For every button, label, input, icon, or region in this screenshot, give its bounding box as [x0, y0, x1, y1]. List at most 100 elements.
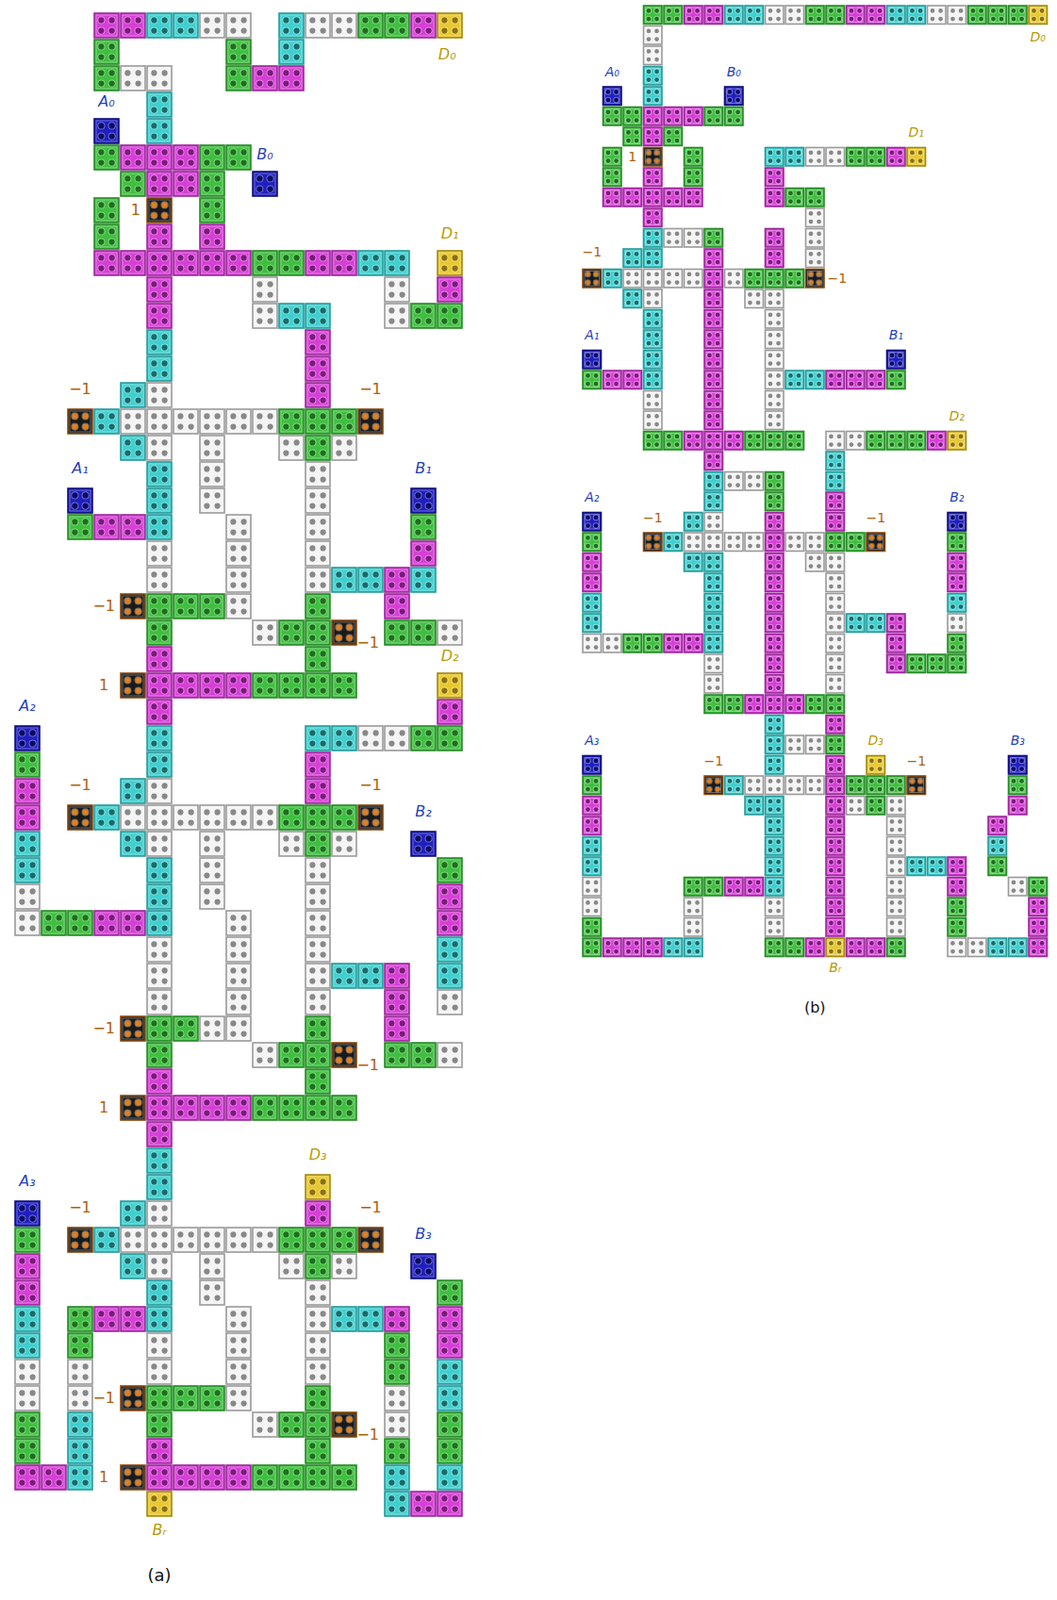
- brick-tile: [765, 512, 785, 532]
- brick-tile: [947, 512, 967, 532]
- brick-tile: [384, 990, 410, 1015]
- brick-tile: [252, 805, 278, 830]
- brick-tile: [147, 250, 172, 276]
- brick-tile: [623, 188, 643, 208]
- brick-tile: [173, 673, 199, 698]
- point-label: B₃: [414, 1226, 431, 1242]
- brick-tile: [384, 1016, 410, 1041]
- brick-tile: [582, 877, 602, 897]
- brick-tile: [411, 567, 436, 593]
- brick-tile: [947, 553, 967, 573]
- brick-tile: [305, 1174, 331, 1200]
- brick-tile: [765, 350, 785, 370]
- brick-tile: [331, 250, 357, 276]
- brick-tile: [120, 409, 146, 434]
- point-label: A₂: [18, 698, 35, 714]
- brick-tile: [603, 167, 623, 187]
- brick-tile: [785, 370, 805, 390]
- brick-tile: [887, 350, 907, 370]
- brick-tile: [887, 837, 907, 857]
- brick-tile: [305, 514, 331, 540]
- brick-tile: [988, 816, 1008, 836]
- brick-tile: [765, 938, 785, 958]
- point-label: A₁: [71, 461, 88, 477]
- brick-tile: [765, 613, 785, 633]
- brick-tile: [437, 1333, 463, 1358]
- brick-tile: [437, 1465, 463, 1490]
- brick-tile: [252, 250, 278, 276]
- brick-tile: [305, 910, 331, 936]
- brick-tile: [120, 250, 146, 276]
- brick-tile: [744, 289, 764, 309]
- brick-tile: [15, 884, 40, 909]
- brick-tile: [582, 594, 602, 613]
- brick-tile: [644, 107, 663, 127]
- brick-tile: [331, 1306, 357, 1332]
- brick-tile: [305, 963, 331, 989]
- brick-tile: [15, 778, 40, 804]
- brick-tile: [887, 634, 907, 654]
- brick-tile: [226, 66, 251, 91]
- brick-tile: [704, 675, 724, 694]
- callout-number: −1: [827, 271, 848, 285]
- brick-tile: [94, 198, 119, 223]
- brick-tile: [866, 5, 886, 25]
- brick-tile: [226, 937, 251, 962]
- brick-tile: [305, 726, 331, 751]
- brick-tile: [331, 567, 357, 593]
- brick-tile: [199, 224, 225, 249]
- brick-tile: [305, 990, 331, 1015]
- brick-tile: [644, 46, 663, 66]
- brick-tile: [279, 1254, 304, 1279]
- brick-tile: [173, 1095, 199, 1121]
- callout-number: 1: [99, 1469, 109, 1486]
- brick-tile: [947, 634, 967, 654]
- brick-tile: [279, 1042, 304, 1068]
- brick-tile: [411, 620, 436, 645]
- brick-tile: [199, 1280, 225, 1305]
- brick-tile: [147, 699, 172, 725]
- brick-tile: [663, 127, 683, 147]
- brick-tile: [199, 462, 225, 487]
- brick-tile: [305, 1280, 331, 1305]
- brick-tile: [173, 1386, 199, 1411]
- brick-tile: [199, 13, 225, 38]
- brick-tile: [147, 1438, 172, 1464]
- brick-tile: [806, 148, 826, 167]
- brick-tile: [684, 634, 704, 654]
- brick-tile: [120, 171, 146, 197]
- brick-tile: [887, 5, 907, 25]
- brick-tile: [603, 107, 623, 127]
- brick-tile: [437, 990, 463, 1015]
- brick-tile: [226, 409, 251, 434]
- brick-tile: [744, 472, 764, 492]
- brick-tile: [173, 1016, 199, 1041]
- brick-tile: [887, 796, 907, 816]
- brick-tile: [785, 694, 805, 714]
- brick-tile: [806, 532, 826, 552]
- brick-tile: [226, 963, 251, 989]
- brick-tile: [684, 188, 704, 208]
- brick-tile: [846, 796, 866, 816]
- brick-tile: [846, 148, 866, 167]
- brick-tile: [644, 167, 663, 187]
- brick-tile: [907, 148, 926, 167]
- brick-tile: [825, 594, 845, 613]
- point-label: A₀: [605, 65, 620, 79]
- brick-tile: [384, 1438, 410, 1464]
- point-label: D₁: [441, 226, 460, 242]
- brick-tile: [765, 330, 785, 349]
- brick-tile: [147, 831, 172, 857]
- brick-tile: [1008, 5, 1028, 25]
- brick-tile: [765, 532, 785, 552]
- brick-tile: [887, 918, 907, 938]
- brick-tile: [644, 370, 663, 390]
- brick-tile: [384, 277, 410, 302]
- brick-tile: [684, 897, 704, 917]
- brick-tile: [147, 1095, 172, 1121]
- brick-tile: [846, 776, 866, 795]
- brick-tile: [765, 5, 785, 25]
- brick-tile: [147, 1227, 172, 1253]
- brick-tile: [331, 13, 357, 38]
- brick-tile: [744, 532, 764, 552]
